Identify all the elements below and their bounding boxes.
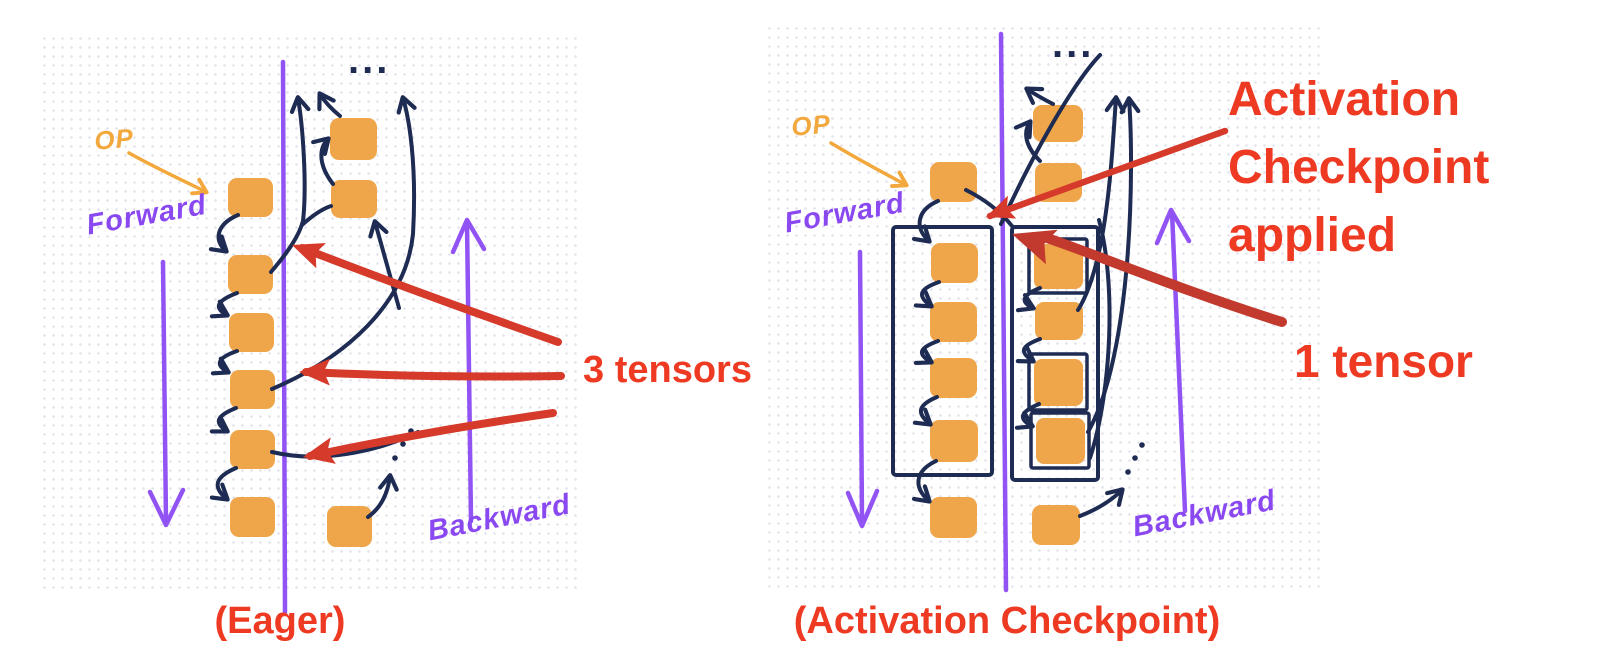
eager-op-blocks	[228, 118, 377, 547]
checkpoint-continuation-dots	[1125, 442, 1145, 475]
op-block	[327, 506, 372, 547]
checkpoint-backward-arrow	[1169, 209, 1188, 514]
checkpoint-annotation-arrows	[981, 127, 1287, 327]
checkpoint-op-blocks	[930, 105, 1085, 545]
checkpoint-forward-arrow	[857, 249, 865, 525]
eager-tensors-note: 3 tensors	[583, 349, 752, 391]
eager-panel-background	[38, 32, 582, 592]
checkpoint-tensors-note: 1 tensor	[1294, 335, 1473, 387]
op-block	[1032, 505, 1080, 545]
op-block	[930, 302, 977, 342]
checkpoint-op-label: OP	[790, 108, 833, 142]
op-block	[1035, 302, 1083, 340]
checkpoint-backward-arrowhead-icon	[1154, 207, 1192, 246]
eager-ellipsis: ...	[348, 38, 391, 82]
recompute-box	[1027, 352, 1089, 412]
eager-forward-arrowhead-icon	[147, 487, 186, 528]
recompute-box	[1029, 411, 1091, 470]
forward-checkpoint-box	[891, 225, 994, 477]
backward-checkpoint-box	[1010, 225, 1100, 482]
eager-op-pointer-arrow	[127, 151, 209, 196]
checkpoint-ink-arrows	[911, 53, 1141, 518]
checkpoint-flow-lines	[845, 31, 1192, 593]
eager-diagram	[127, 59, 565, 615]
eager-backward-arrow	[464, 219, 474, 524]
checkpoint-separator-line	[998, 31, 1009, 593]
op-block	[1034, 359, 1083, 406]
eager-caption: (Eager)	[214, 600, 346, 642]
eager-tensor-arrows	[287, 231, 565, 470]
eager-op-label: OP	[93, 122, 136, 156]
op-block	[1036, 418, 1085, 464]
eager-separator-line	[280, 59, 288, 615]
checkpoint-caption: (Activation Checkpoint)	[793, 600, 1221, 642]
op-block	[229, 313, 274, 352]
op-block	[930, 420, 978, 462]
eager-backward-arrowhead-icon	[450, 217, 487, 255]
eager-forward-arrow	[160, 259, 169, 525]
op-block	[930, 358, 977, 398]
checkpoint-boxes	[891, 225, 1100, 482]
op-block	[230, 430, 275, 469]
op-block	[1034, 244, 1083, 289]
op-block	[931, 243, 978, 283]
checkpoint-ellipsis: ...	[1052, 22, 1095, 66]
op-block	[228, 255, 273, 294]
eager-flow-lines	[147, 59, 487, 615]
checkpoint-op-pointer-arrow	[829, 141, 909, 188]
op-block	[230, 370, 275, 409]
op-block	[330, 118, 377, 160]
op-block	[228, 178, 273, 217]
op-block	[930, 497, 977, 538]
checkpoint-diagram	[829, 31, 1287, 593]
checkpoint-forward-arrowhead-icon	[845, 488, 880, 529]
op-block	[930, 162, 977, 202]
checkpoint-heading: Activation Checkpoint applied	[1228, 73, 1490, 262]
op-block	[230, 497, 275, 537]
red-arrowhead-icon	[287, 231, 326, 269]
op-block	[331, 180, 377, 218]
